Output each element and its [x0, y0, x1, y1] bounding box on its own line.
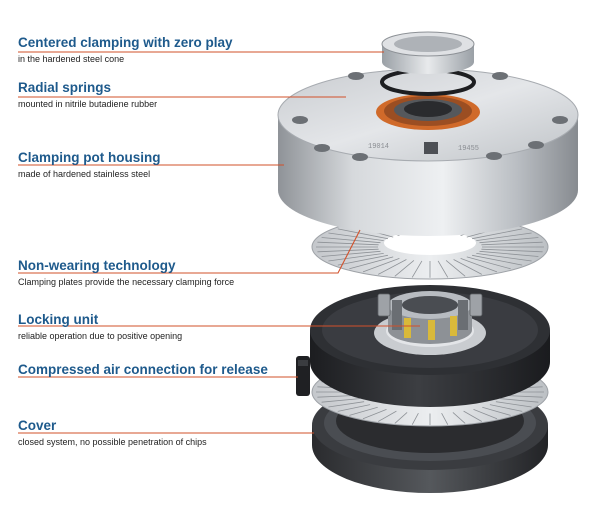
plate-slot — [317, 395, 357, 398]
locking-unit-part — [377, 291, 483, 344]
plate-slot — [394, 260, 415, 277]
plate-slot — [481, 241, 543, 246]
plate-slot — [479, 237, 539, 244]
plate-slot — [453, 259, 482, 275]
housing-stamp-left: 19014 — [368, 143, 389, 151]
plate-slot — [476, 253, 532, 262]
callout-locking-unit: Locking unit reliable operation due to p… — [18, 312, 182, 342]
plate-slot — [476, 232, 532, 241]
callout-clamping-pot-housing: Clamping pot housing made of hardened st… — [18, 150, 160, 180]
plate-slot — [466, 256, 511, 270]
plate-slot — [337, 254, 388, 266]
plate-slot — [362, 258, 400, 273]
callout-subtitle: Clamping plates provide the necessary cl… — [18, 277, 235, 287]
plate-slot — [328, 253, 384, 262]
callout-compressed-air-connection: Compressed air connection for release — [18, 362, 268, 377]
plate-slot — [489, 404, 523, 412]
plate-slot — [472, 228, 523, 240]
callout-title: Centered clamping with zero play — [18, 35, 233, 50]
plate-slot — [411, 413, 419, 425]
callout-subtitle: reliable operation due to positive openi… — [18, 331, 183, 341]
plate-slot — [472, 254, 523, 266]
callout-subtitle: made of hardened stainless steel — [18, 169, 151, 179]
callout-radial-springs: Radial springs mounted in nitrile butadi… — [18, 80, 157, 110]
plate-slot — [473, 409, 498, 420]
callout-centered-clamping: Centered clamping with zero play in the … — [18, 35, 233, 65]
plate-slot — [378, 259, 407, 275]
plate-slot — [328, 401, 365, 408]
plate-slot — [321, 398, 360, 403]
leader-line-non-wearing — [18, 229, 361, 274]
plate-slot — [394, 412, 408, 424]
plate-slot — [495, 401, 532, 408]
callout-subtitle: closed system, no possible penetration o… — [18, 437, 207, 447]
plate-slot — [349, 256, 394, 270]
plate-slot — [337, 404, 371, 412]
plate-slot — [437, 260, 449, 278]
callout-subtitle: in the hardened steel cone — [18, 54, 125, 64]
plate-slot — [317, 248, 379, 253]
plate-slot — [479, 250, 539, 257]
plate-slot — [411, 260, 423, 278]
plate-slot — [321, 250, 381, 257]
plate-slot — [321, 237, 381, 244]
zero-play-ring — [381, 31, 475, 74]
plate-slot — [460, 258, 498, 273]
plate-slot — [481, 248, 543, 253]
callout-title: Cover — [18, 418, 57, 433]
callout-title: Clamping pot housing — [18, 150, 161, 165]
callout-cover: Cover closed system, no possible penetra… — [18, 418, 207, 448]
plate-slot — [452, 412, 466, 424]
callout-title: Radial springs — [18, 80, 112, 95]
clamping-pot-housing-part: 19014 19455 — [277, 68, 579, 236]
plate-slot — [503, 395, 543, 398]
housing-stamp-right: 19455 — [458, 145, 479, 153]
plate-slot — [500, 398, 539, 403]
plate-slot — [445, 260, 466, 277]
callout-title: Compressed air connection for release — [18, 362, 268, 377]
callout-title: Locking unit — [18, 312, 99, 327]
plate-slot — [441, 413, 449, 425]
plate-slot — [317, 241, 379, 246]
plate-slot — [349, 406, 378, 416]
leader-lines — [18, 51, 420, 434]
callout-title: Non-wearing technology — [18, 258, 176, 273]
air-connection-port — [296, 356, 310, 396]
plate-slot — [482, 406, 511, 416]
plate-slot — [378, 410, 397, 422]
plate-slot — [362, 409, 387, 420]
plate-slot — [463, 410, 482, 422]
callout-non-wearing-technology: Non-wearing technology Clamping plates p… — [18, 258, 234, 288]
callout-subtitle: mounted in nitrile butadiene rubber — [18, 99, 158, 109]
plate-slot — [337, 228, 388, 240]
